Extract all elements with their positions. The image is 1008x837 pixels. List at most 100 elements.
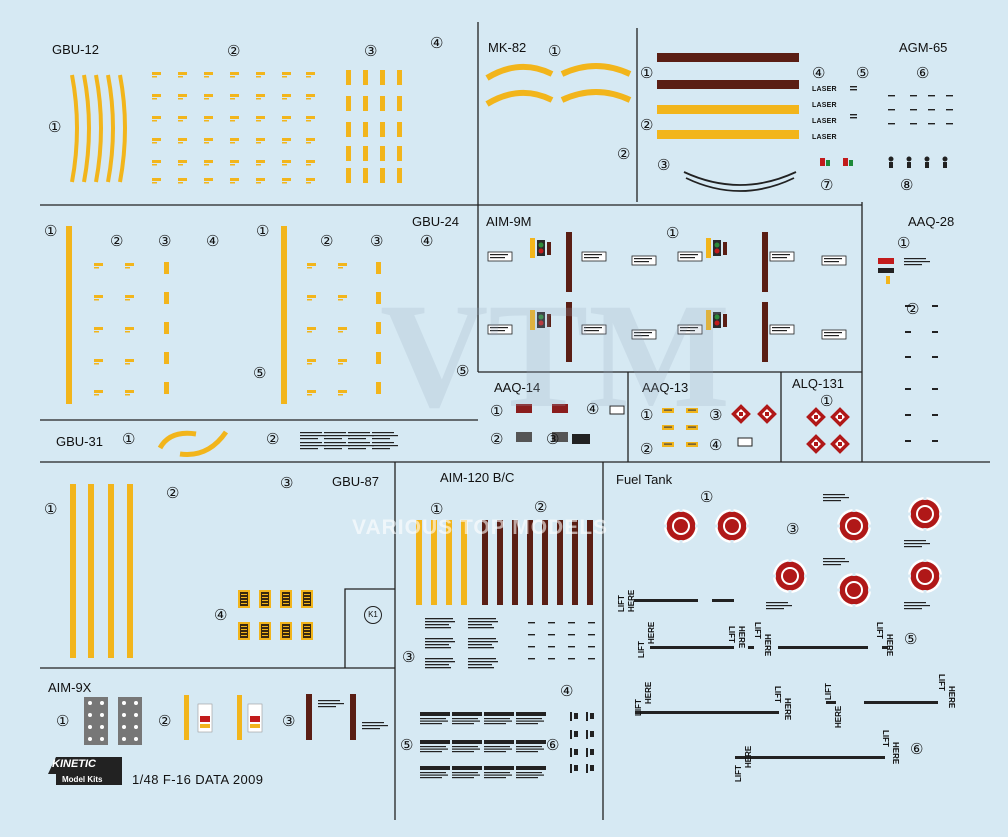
aim-9x-title: AIM-9X <box>48 680 92 695</box>
here-label: HERE <box>647 621 656 644</box>
aaq-28-item-1: ① <box>897 235 911 252</box>
gbu-87-item-k1: K1 <box>364 606 382 624</box>
aaq-28-item-2: ② <box>906 301 920 318</box>
alq-131-title: ALQ-131 <box>792 376 845 391</box>
here-label: HERE <box>627 589 636 612</box>
lift-label: LIFT <box>753 622 762 639</box>
gbu-24-title: GBU-24 <box>412 214 459 229</box>
aaq-13-title: AAQ-13 <box>642 380 689 395</box>
aim-9x-item-3: ③ <box>282 713 296 730</box>
lift-label: LIFT <box>727 626 736 643</box>
fuel-tank-title: Fuel Tank <box>616 472 673 487</box>
fuel-tank-item-1: ① <box>700 489 714 506</box>
here-label: HERE <box>834 705 843 728</box>
kinetic-tagline: Model Kits <box>62 775 103 784</box>
gbu-24-b-item-4: ④ <box>420 233 434 250</box>
agm-65-item-3: ③ <box>657 157 671 174</box>
mk-82-title: MK-82 <box>488 40 527 55</box>
kinetic-logo: KINETIC <box>52 758 96 770</box>
agm-65-item-7: ⑦ <box>820 177 834 194</box>
agm-65-item-4: ④ <box>812 65 826 82</box>
aaq-14-item-1: ① <box>490 403 504 420</box>
fuel-tank-item-3: ③ <box>786 521 800 538</box>
here-label: HERE <box>885 634 894 657</box>
lift-label: LIFT <box>617 595 626 612</box>
sheet-footer: 1/48 F-16 DATA 2009 <box>132 772 264 787</box>
gbu-24-a-item-1: ① <box>44 223 58 240</box>
mk-82-item-1: ① <box>548 43 562 60</box>
gbu-24-b-item-3: ③ <box>370 233 384 250</box>
gbu-31-item-2: ② <box>266 431 280 448</box>
here-label: HERE <box>947 686 956 709</box>
watermark-letters: VTM <box>380 273 730 439</box>
gbu-24-b-item-2: ② <box>320 233 334 250</box>
here-label: HERE <box>644 681 653 704</box>
aim-9x-item-1: ① <box>56 713 70 730</box>
aaq-13-item-2: ② <box>640 441 654 458</box>
agm-65-item-2: ② <box>640 117 654 134</box>
watermark-text: VARIOUS TOP MODELS <box>352 516 609 539</box>
gbu-24-a-item-5: ⑤ <box>253 365 267 382</box>
alq-131-item-1: ① <box>820 393 834 410</box>
agm-65-laser-label: LASER <box>812 118 837 125</box>
fuel-tank-item-6: ⑥ <box>910 741 924 758</box>
lift-label: LIFT <box>734 765 743 782</box>
aaq-13-item-3: ③ <box>709 407 723 424</box>
here-label: HERE <box>763 634 772 657</box>
gbu-12-item-3: ③ <box>364 43 378 60</box>
aim-120-item-1: ① <box>430 501 444 518</box>
gbu-31-title: GBU-31 <box>56 434 103 449</box>
gbu-87-title: GBU-87 <box>332 474 379 489</box>
gbu-87-item-3: ③ <box>280 475 294 492</box>
aaq-14-item-3: ③ <box>546 431 560 448</box>
lift-label: LIFT <box>875 622 884 639</box>
agm-65-item-8: ⑧ <box>900 177 914 194</box>
aim-120-item-5: ⑤ <box>400 737 414 754</box>
gbu-87-item-4: ④ <box>214 607 228 624</box>
aaq-13-item-4: ④ <box>709 437 723 454</box>
aim-9m-item-1: ① <box>666 225 680 242</box>
gbu-87-item-1: ① <box>44 501 58 518</box>
agm-65-laser-label: LASER <box>812 86 837 93</box>
here-label: HERE <box>783 698 792 721</box>
aim-120-title: AIM-120 B/C <box>440 470 515 485</box>
gbu-87-item-2: ② <box>166 485 180 502</box>
lift-label: LIFT <box>637 641 646 658</box>
lift-label: LIFT <box>881 730 890 747</box>
agm-65-title: AGM-65 <box>899 40 948 55</box>
gbu-12-title: GBU-12 <box>52 42 99 57</box>
gbu-24-a-item-3: ③ <box>158 233 172 250</box>
agm-65-item-1: ① <box>640 65 654 82</box>
agm-65-laser-label: LASER <box>812 134 837 141</box>
lift-label: LIFT <box>634 699 643 716</box>
lift-label: LIFT <box>773 686 782 703</box>
aim-9x-item-2: ② <box>158 713 172 730</box>
agm-65-item-2b: ② <box>617 146 631 163</box>
aim-120-item-3: ③ <box>402 649 416 666</box>
gbu-12-item-2: ② <box>227 43 241 60</box>
aim-120-item-6: ⑥ <box>546 737 560 754</box>
here-label: HERE <box>737 626 746 649</box>
gbu-31-item-1: ① <box>122 431 136 448</box>
gbu-24-a-item-2: ② <box>110 233 124 250</box>
lift-label: LIFT <box>937 674 946 691</box>
agm-65-item-5: ⑤ <box>856 65 870 82</box>
aim-120-item-2: ② <box>534 499 548 516</box>
gbu-24-b-item-5: ⑤ <box>456 363 470 380</box>
agm-65-laser-label: LASER <box>812 102 837 109</box>
aaq-14-item-2: ② <box>490 431 504 448</box>
agm-65-item-6: ⑥ <box>916 65 930 82</box>
aaq-14-title: AAQ-14 <box>494 380 541 395</box>
aaq-13-item-1: ① <box>640 407 654 424</box>
aim-9m-title: AIM-9M <box>486 214 532 229</box>
gbu-12-item-1: ① <box>48 119 62 136</box>
gbu-24-a-item-4: ④ <box>206 233 220 250</box>
aaq-28-title: AAQ-28 <box>908 214 955 229</box>
aim-120-item-4: ④ <box>560 683 574 700</box>
aaq-14-item-4: ④ <box>586 401 600 418</box>
gbu-12-item-4: ④ <box>430 35 444 52</box>
gbu-24-b-item-1: ① <box>256 223 270 240</box>
lift-label: LIFT <box>824 683 833 700</box>
